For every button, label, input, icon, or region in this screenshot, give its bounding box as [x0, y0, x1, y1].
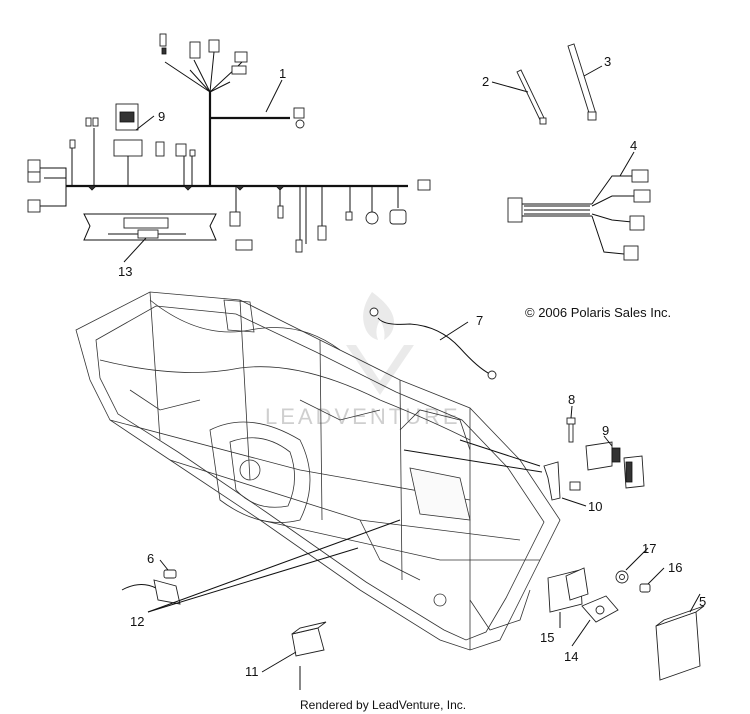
atv-frame [75, 291, 561, 651]
footer-credit: Rendered by LeadVenture, Inc. [300, 698, 466, 712]
callout-7: 7 [476, 313, 483, 328]
callout-17: 17 [642, 541, 656, 556]
copyright-notice: © 2006 Polaris Sales Inc. [525, 305, 671, 320]
relay-block [585, 441, 645, 489]
callout-1: 1 [279, 66, 286, 81]
callout-15: 15 [540, 630, 554, 645]
watermark-logo [346, 292, 414, 395]
bracket [543, 461, 581, 501]
module-box [655, 605, 705, 681]
callout-6: 6 [147, 551, 154, 566]
ground-wire [369, 307, 497, 380]
relay [291, 621, 327, 657]
leader-lines [123, 65, 701, 690]
main-harness [27, 33, 431, 253]
callout-10: 10 [588, 499, 602, 514]
harness-detail [83, 213, 217, 241]
sensor [121, 579, 181, 605]
sub-harness-braid [524, 205, 590, 215]
callout-2: 2 [482, 74, 489, 89]
callout-13: 13 [118, 264, 132, 279]
callout-16: 16 [668, 560, 682, 575]
cable-ties [516, 43, 597, 125]
callout-9-top: 9 [158, 109, 165, 124]
callouts: 1 2 3 4 5 6 7 8 9 9 10 11 12 13 14 15 16… [118, 54, 706, 679]
bolt [566, 417, 576, 443]
callout-12: 12 [130, 614, 144, 629]
callout-4: 4 [630, 138, 637, 153]
mount-bracket [547, 567, 589, 613]
callout-11: 11 [245, 664, 259, 679]
nut [615, 570, 629, 584]
callout-9: 9 [602, 423, 609, 438]
gasket [581, 595, 619, 623]
callout-5: 5 [699, 594, 706, 609]
screw [163, 569, 177, 579]
screw-small [639, 583, 651, 593]
sub-harness [507, 169, 651, 261]
callout-3: 3 [604, 54, 611, 69]
callout-8: 8 [568, 392, 575, 407]
watermark-text: LEADVENTURE [265, 404, 461, 429]
callout-14: 14 [564, 649, 578, 664]
